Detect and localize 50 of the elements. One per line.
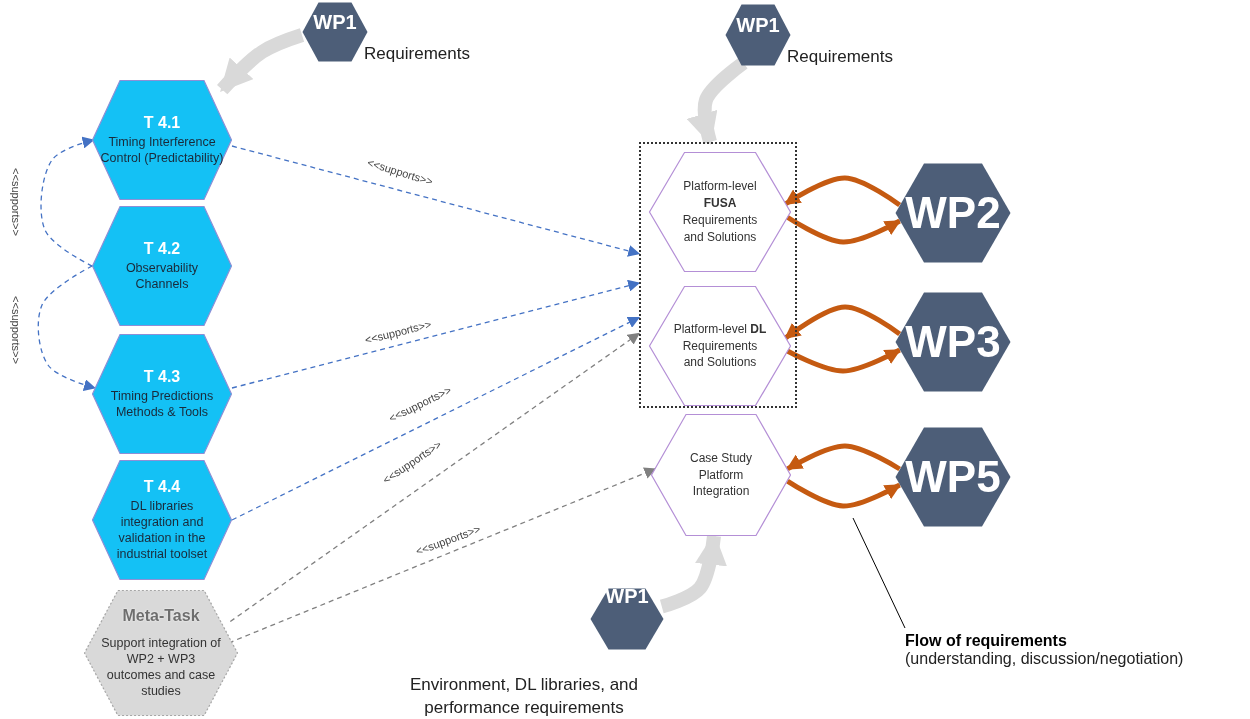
arrow bbox=[783, 304, 902, 340]
work-package-hexagon bbox=[895, 163, 1011, 263]
platform-hexagon bbox=[649, 152, 791, 272]
arrow bbox=[231, 145, 641, 257]
arrow bbox=[786, 443, 901, 472]
node-text: Platform-level FUSA Requirements and Solutions bbox=[681, 178, 759, 246]
arrow bbox=[686, 57, 748, 146]
node-text: DL libraries integration and validation in the industrial toolset bbox=[115, 497, 209, 563]
work-package-label: WP1 bbox=[313, 10, 357, 34]
arrow bbox=[231, 279, 641, 389]
task-title: T 4.4 bbox=[143, 477, 181, 496]
platform-hexagon bbox=[649, 286, 791, 406]
task-hexagon bbox=[92, 460, 232, 580]
node-text: Support integration of WP2 + WP3 outcomes and case studies bbox=[100, 634, 222, 700]
platform-hexagon bbox=[651, 414, 791, 536]
task-title: T 4.1 bbox=[143, 113, 181, 132]
task-title: T 4.2 bbox=[143, 239, 181, 258]
side-caption: Requirements bbox=[364, 43, 470, 64]
arrow bbox=[37, 265, 96, 391]
node-text: Platform-level DL Requirements and Solutions bbox=[672, 320, 768, 372]
node-text: Observability Channels bbox=[124, 259, 200, 293]
work-package-hexagon bbox=[895, 427, 1011, 527]
task-title: Meta-Task bbox=[122, 606, 200, 625]
note-heading: Flow of requirements bbox=[905, 632, 1067, 650]
arrow bbox=[786, 479, 902, 509]
side-caption: Environment, DL libraries, and performance requirements bbox=[409, 673, 639, 719]
arrow bbox=[784, 175, 902, 208]
arrow bbox=[217, 28, 305, 95]
work-package-hexagon bbox=[895, 292, 1011, 392]
arrow bbox=[231, 316, 641, 521]
edge-label: <<supports>> bbox=[9, 294, 23, 366]
node-text: Timing Interference Control (Predictability) bbox=[99, 133, 225, 167]
node-text: Case Study Platform Integration bbox=[688, 449, 753, 501]
note-text: (understanding, discussion/negotiation) bbox=[905, 650, 1184, 668]
dotted-group-frame bbox=[639, 142, 797, 408]
work-package-label: WP5 bbox=[905, 452, 1001, 502]
arrow bbox=[229, 332, 640, 623]
node-text: Timing Predictions Methods & Tools bbox=[109, 387, 215, 421]
task-hexagon bbox=[92, 334, 232, 454]
leader-line bbox=[852, 517, 906, 629]
work-package-label: WP3 bbox=[905, 317, 1001, 367]
work-package-label: WP2 bbox=[905, 188, 1001, 238]
task-hexagon bbox=[92, 80, 232, 200]
work-package-label: WP1 bbox=[605, 584, 649, 608]
meta-task-hexagon bbox=[84, 590, 238, 716]
work-package-label: WP1 bbox=[736, 13, 780, 37]
task-title: T 4.3 bbox=[143, 367, 181, 386]
edge-label: <<supports>> bbox=[9, 166, 23, 238]
task-hexagon bbox=[92, 206, 232, 326]
side-caption: Requirements bbox=[787, 46, 893, 67]
